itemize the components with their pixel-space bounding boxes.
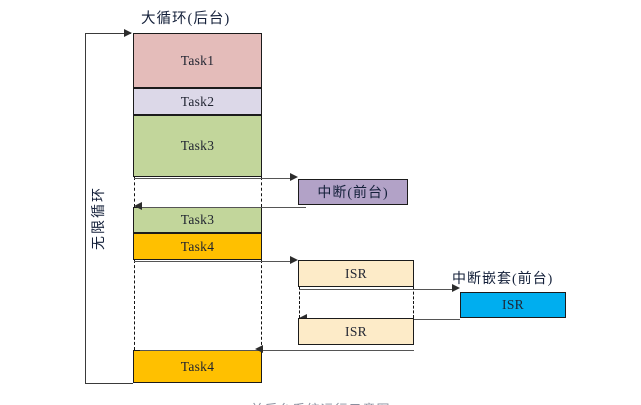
interrupt-block-foreground: 中断(前台) [298,179,408,205]
nested-enter-arrow-icon [452,284,460,292]
task-block-task4-resume: Task4 [133,350,262,383]
isr-enter-arrow-icon-1 [290,256,298,264]
infinite-loop-label: 无限循环 [92,186,107,250]
task-block-task3-first: Task3 [133,115,262,177]
task-block-task4-first: Task4 [133,233,262,260]
loop-top-segment [85,33,131,34]
isr-suspend-guide-left [299,287,300,318]
isr-return-arrow-icon [255,345,263,353]
isr-suspend-guide-right [413,287,414,318]
isr-return-line [140,349,414,351]
figure-caption: 前后台系统运行示意图 [0,399,641,405]
isr-block-first: ISR [298,260,414,287]
loop-spine [85,33,86,383]
isr-block-resume: ISR [298,318,414,345]
interrupt-enter-line-1 [134,177,294,179]
suspend-guide-right-2 [261,260,262,350]
task-block-task1: Task1 [133,33,262,88]
task-block-task3-resume: Task3 [133,207,262,233]
suspend-guide-left-2 [134,260,135,350]
nested-enter-line [299,288,456,290]
main-loop-title: 大循环(后台) [141,11,231,27]
nested-interrupt-title: 中断嵌套(前台) [452,272,554,287]
isr-enter-line-1 [134,260,294,262]
suspend-guide-left-1 [134,177,135,207]
interrupt-return-arrow-icon-1 [134,202,142,210]
suspend-guide-right-1 [261,177,262,207]
loop-arrow-head-icon [124,28,132,37]
interrupt-return-line-1 [140,206,306,208]
interrupt-enter-arrow-icon-1 [290,173,298,181]
loop-bottom-segment [85,383,133,384]
isr-block-nested: ISR [460,292,566,318]
task-block-task2: Task2 [133,88,262,115]
